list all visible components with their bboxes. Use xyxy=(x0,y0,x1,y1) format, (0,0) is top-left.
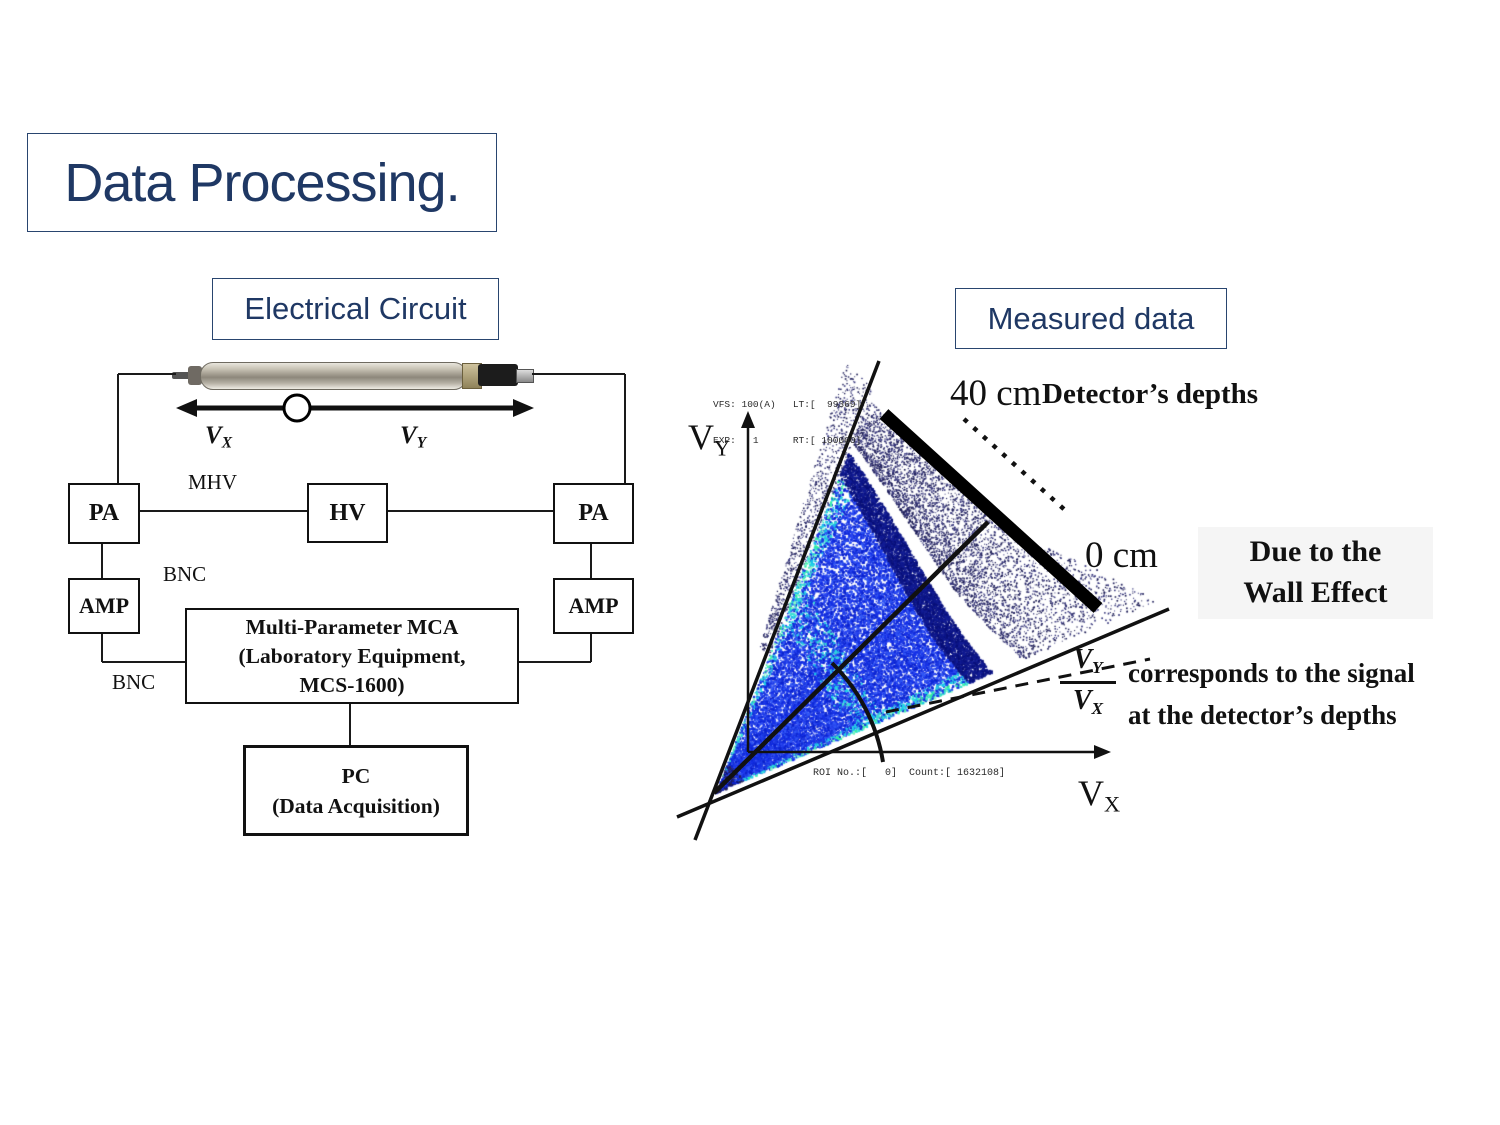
ratio-fraction-bar xyxy=(1060,680,1116,684)
plot-y-axis-main: V xyxy=(688,417,714,457)
plot-y-axis-sub: Y xyxy=(714,435,731,461)
box-hv: HV xyxy=(307,483,388,543)
plot-x-axis-label: VX xyxy=(1078,772,1120,818)
vy-label: VY xyxy=(400,422,426,453)
vy-sub: Y xyxy=(416,434,427,452)
box-pa-right-label: PA xyxy=(578,500,609,526)
electrical-circuit-label: Electrical Circuit xyxy=(244,291,467,326)
mca-line-1: Multi-Parameter MCA xyxy=(245,614,459,639)
wall-effect-backdrop xyxy=(1198,527,1433,619)
plot-x-axis-sub: X xyxy=(1104,791,1121,817)
box-amp-right: AMP xyxy=(553,578,634,634)
box-hv-label: HV xyxy=(329,499,366,526)
slide-title-box: Data Processing. xyxy=(27,133,497,232)
ratio-fraction: VY VX xyxy=(1060,646,1116,717)
tube-body xyxy=(200,362,467,390)
status-line-2: EXP: 1 RT:[ 100000] xyxy=(713,435,862,446)
cable-mhv-label: MHV xyxy=(188,470,238,494)
x-axis xyxy=(748,745,1111,759)
box-pa-left: PA xyxy=(68,483,140,544)
pc-line-2: (Data Acquisition) xyxy=(272,793,440,818)
ratio-numerator: VY xyxy=(1060,646,1116,677)
arrowhead-left xyxy=(176,399,197,417)
detectors-depths-annotation: Detector’s depths xyxy=(1042,378,1259,410)
ratio-den-main: V xyxy=(1072,684,1092,716)
mca-line-2: (Laboratory Equipment, xyxy=(238,643,466,668)
ratio-caption-line-1: corresponds to the signal xyxy=(1128,658,1415,688)
depth-0cm-label: 0 cm xyxy=(1085,535,1158,576)
arrowhead-right xyxy=(513,399,534,417)
detector-bar xyxy=(879,409,1103,613)
wall-effect-line-2: Wall Effect xyxy=(1243,576,1388,609)
vx-label: VX xyxy=(205,422,232,453)
circuit-wires xyxy=(101,373,626,745)
position-arrow xyxy=(176,393,534,423)
box-pa-left-label: PA xyxy=(88,500,120,526)
y-axis xyxy=(741,411,755,752)
plot-x-axis-main: V xyxy=(1078,773,1104,813)
vy-main: V xyxy=(400,422,417,449)
wall-effect-annotation: Due to the Wall Effect xyxy=(1198,531,1433,613)
y-axis-arrowhead xyxy=(741,411,755,428)
cable-bnc-top-label: BNC xyxy=(163,562,207,586)
x-axis-arrowhead xyxy=(1094,745,1111,759)
ratio-caption-line-2: at the detector’s depths xyxy=(1128,700,1397,730)
mca-line-3: MCS-1600) xyxy=(299,672,405,697)
ratio-denominator: VX xyxy=(1060,684,1116,718)
wedge-left-boundary-line xyxy=(693,360,881,841)
electrical-circuit-label-box: Electrical Circuit xyxy=(212,278,499,340)
status-line-1: VFS: 100(A) LT:[ 99369] xyxy=(713,399,862,410)
cable-bnc-bottom-label: BNC xyxy=(112,670,156,694)
ratio-caption: corresponds to the signal at the detecto… xyxy=(1128,652,1500,736)
detector-tube-photo xyxy=(172,360,534,392)
anode-center-circle xyxy=(282,393,312,423)
box-amp-right-label: AMP xyxy=(568,593,619,618)
tube-right-tip xyxy=(516,369,534,383)
angle-arc xyxy=(830,661,885,763)
measured-data-label: Measured data xyxy=(987,300,1195,336)
ratio-dashed-line xyxy=(885,657,1151,714)
depth-40cm-label: 40 cm xyxy=(950,373,1042,414)
box-pc: PC (Data Acquisition) xyxy=(243,745,469,836)
tube-right-connector xyxy=(478,364,518,386)
tube-left-pin xyxy=(172,372,192,379)
plot-y-axis-label: VY xyxy=(688,416,730,462)
tube-left-cap xyxy=(188,366,202,385)
box-mca: Multi-Parameter MCA (Laboratory Equipmen… xyxy=(185,608,519,704)
box-pa-right: PA xyxy=(553,483,634,544)
measured-data-label-box: Measured data xyxy=(955,288,1227,349)
depth-ray-line xyxy=(712,520,990,795)
box-amp-left-label: AMP xyxy=(78,593,130,618)
wedge-right-boundary-line xyxy=(676,607,1170,819)
wall-effect-line-1: Due to the xyxy=(1249,535,1382,568)
mca-status-readout: VFS: 100(A) LT:[ 99369] EXP: 1 RT:[ 1000… xyxy=(713,375,861,471)
roi-count-readout: ROI No.:[ 0] Count:[ 1632108] xyxy=(813,768,1006,779)
depth-axis-dotted-line xyxy=(962,417,1068,513)
ratio-den-sub: X xyxy=(1091,698,1104,718)
vx-sub: X xyxy=(221,434,233,452)
page-title: Data Processing. xyxy=(64,152,460,213)
vx-main: V xyxy=(205,422,222,449)
box-amp-left: AMP xyxy=(68,578,140,634)
pc-line-1: PC xyxy=(341,763,371,788)
ratio-num-main: V xyxy=(1073,644,1093,675)
ratio-num-sub: Y xyxy=(1092,658,1103,678)
